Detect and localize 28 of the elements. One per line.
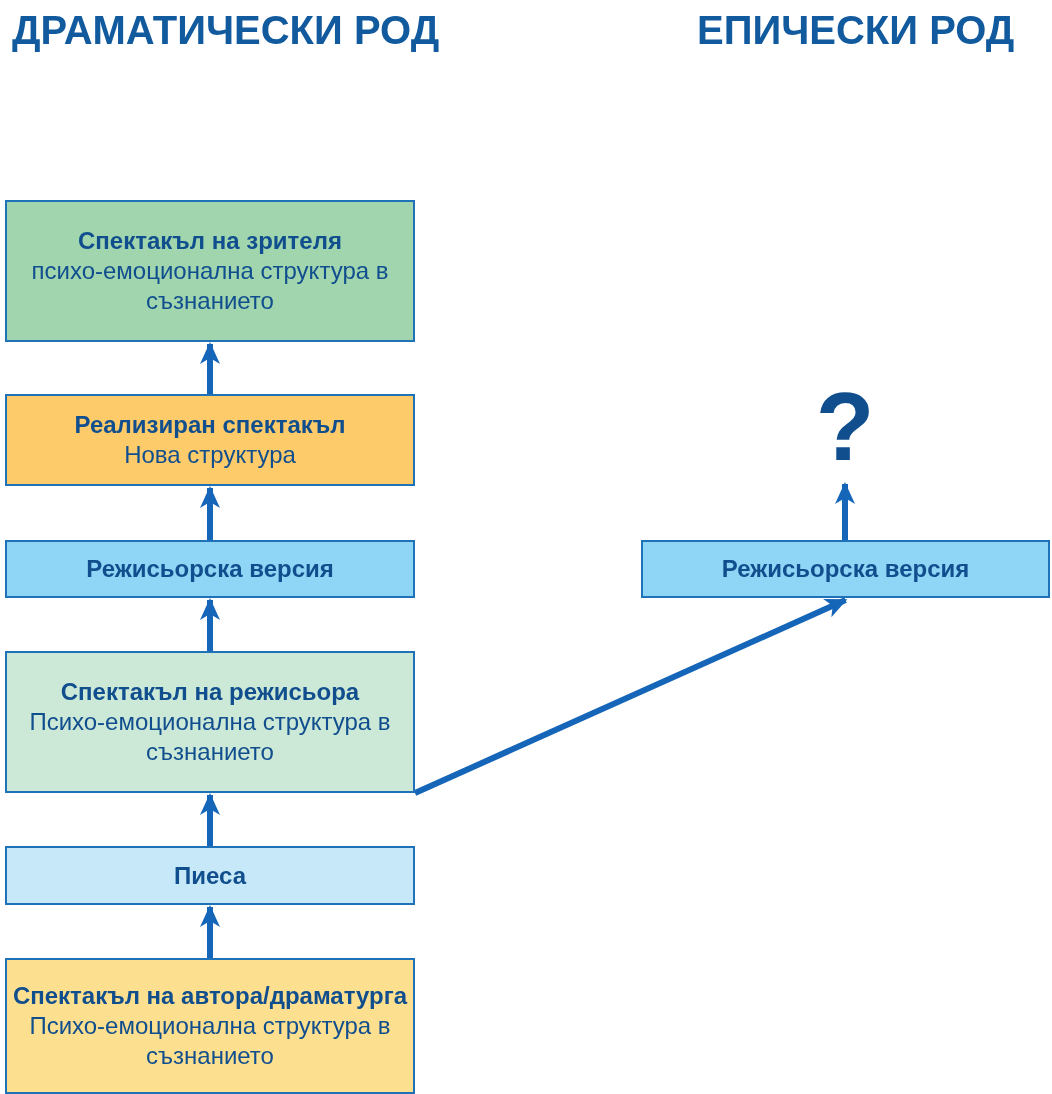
column-heading: ДРАМАТИЧЕСКИ РОД (12, 8, 440, 53)
question-mark: ? (800, 372, 890, 482)
box-text: Психо-емоционална структура в съзнанието (28, 707, 392, 767)
box-heading: Режисьорска версия (86, 554, 334, 584)
box-heading: Реализиран спектакъл (74, 410, 346, 440)
process-box (5, 651, 415, 793)
box-heading: Режисьорска версия (721, 554, 970, 584)
arrow (200, 793, 220, 846)
box-heading: Спектакъл на зрителя (78, 226, 342, 256)
process-box (5, 200, 415, 342)
box-text: Нова структура (124, 440, 296, 470)
arrow (835, 482, 855, 540)
process-box (5, 846, 415, 905)
arrow (200, 905, 220, 958)
arrow (200, 342, 220, 394)
column-heading: ЕПИЧЕСКИ РОД (697, 8, 1015, 53)
arrow (200, 486, 220, 540)
box-heading: Пиеса (174, 860, 246, 891)
box-heading: Спектакъл на режисьора (60, 677, 360, 707)
box-text: Психо-емоционална структура в съзнанието (28, 1011, 392, 1071)
box-heading: Спектакъл на автора/драматурга (12, 981, 408, 1011)
box-text: психо-емоционална структура в съзнанието (30, 256, 390, 316)
process-box (5, 394, 415, 486)
process-box (5, 958, 415, 1094)
arrow (200, 598, 220, 651)
arrow (413, 597, 848, 796)
process-box (5, 540, 415, 598)
process-box (641, 540, 1050, 598)
